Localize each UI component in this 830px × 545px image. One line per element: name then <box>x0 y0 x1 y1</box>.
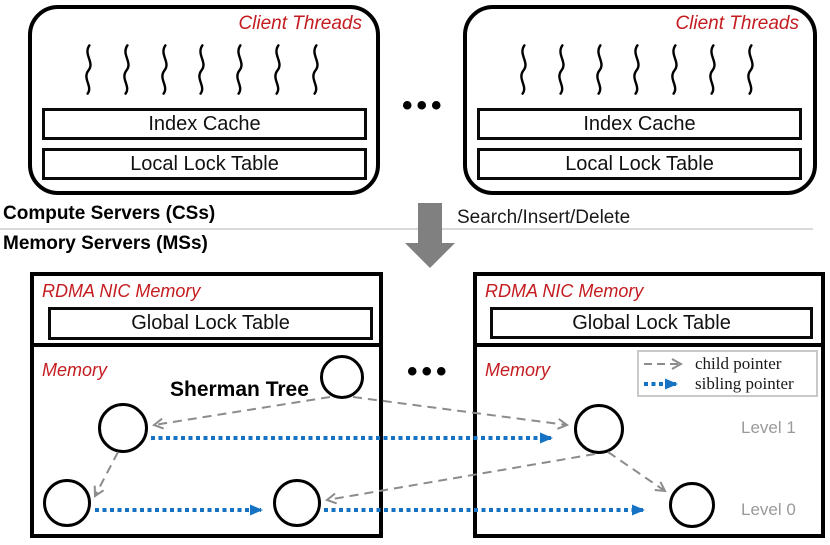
nic-memory-divider <box>473 343 825 347</box>
level-0-label: Level 0 <box>741 500 796 519</box>
memory-server-box-2: RDMA NIC Memory Global Lock Table Memory… <box>473 272 825 538</box>
thread-squiggle-icon <box>123 43 130 95</box>
level-1-label: Level 1 <box>741 418 796 437</box>
index-cache-label: Index Cache <box>148 112 261 135</box>
client-threads-label: Client Threads <box>675 13 799 34</box>
thread-squiggle-icon <box>747 43 754 95</box>
global-lock-table-label: Global Lock Table <box>131 312 290 334</box>
index-cache-box: Index Cache <box>42 108 367 140</box>
legend-row-sibling-pointer: sibling pointer <box>643 374 812 394</box>
child-pointer-sample-icon <box>644 358 689 370</box>
local-lock-table-box: Local Lock Table <box>42 148 367 180</box>
legend-row-child-pointer: child pointer <box>643 354 812 374</box>
tree-node-level0-b <box>273 479 321 527</box>
index-cache-box: Index Cache <box>477 108 802 140</box>
memory-servers-heading: Memory Servers (MSs) <box>3 233 208 254</box>
sibling-pointer-label: sibling pointer <box>695 374 794 393</box>
compute-server-box-1: Client Threads Index Cache Local Lock Ta… <box>28 5 380 195</box>
compute-servers-heading: Compute Servers (CSs) <box>3 203 216 224</box>
global-lock-table-label: Global Lock Table <box>572 311 731 334</box>
thread-squiggle-icon <box>520 43 527 95</box>
tree-node-level1-left <box>98 403 148 453</box>
local-lock-table-box: Local Lock Table <box>477 148 802 180</box>
thread-squiggle-icon <box>312 43 319 95</box>
thread-squiggle-icon <box>633 43 641 95</box>
tree-node-root <box>320 355 364 399</box>
global-lock-table-box: Global Lock Table <box>490 307 813 339</box>
section-divider-line <box>0 228 813 230</box>
global-lock-table-box: Global Lock Table <box>48 307 373 340</box>
thread-squiggle-icon <box>236 43 243 95</box>
ellipsis-compute: ••• <box>402 89 446 122</box>
thread-squiggle-icon <box>198 43 206 95</box>
nic-memory-divider <box>30 343 383 347</box>
compute-server-box-2: Client Threads Index Cache Local Lock Ta… <box>463 5 817 195</box>
tree-node-level0-right <box>669 482 715 528</box>
thread-squiggle-icon <box>595 43 603 95</box>
ellipsis-memory: ••• <box>407 355 451 388</box>
client-threads-label: Client Threads <box>238 13 362 34</box>
sibling-pointer-sample-icon <box>644 378 678 390</box>
memory-label: Memory <box>485 360 551 380</box>
thread-squiggle-icon <box>709 43 716 95</box>
child-pointer-label: child pointer <box>695 354 782 373</box>
thread-squiggle-icon <box>558 43 565 95</box>
down-arrow-icon <box>405 203 455 268</box>
pointer-legend: child pointer sibling pointer <box>637 350 818 397</box>
thread-squiggle-icon <box>160 43 168 95</box>
memory-label: Memory <box>42 360 108 380</box>
tree-node-level0-a <box>43 479 91 527</box>
index-cache-label: Index Cache <box>583 112 696 135</box>
local-lock-table-label: Local Lock Table <box>565 152 714 175</box>
flow-operations-label: Search/Insert/Delete <box>457 207 631 228</box>
thread-squiggles <box>82 40 322 98</box>
thread-squiggle-icon <box>671 43 678 95</box>
rdma-nic-memory-label: RDMA NIC Memory <box>485 281 644 301</box>
thread-squiggles <box>517 40 757 98</box>
local-lock-table-label: Local Lock Table <box>130 152 279 175</box>
thread-squiggle-icon <box>85 43 92 95</box>
tree-node-level1-right <box>574 404 624 454</box>
thread-squiggle-icon <box>274 43 281 95</box>
rdma-nic-memory-label: RDMA NIC Memory <box>42 281 201 301</box>
sherman-tree-label: Sherman Tree <box>170 378 309 401</box>
